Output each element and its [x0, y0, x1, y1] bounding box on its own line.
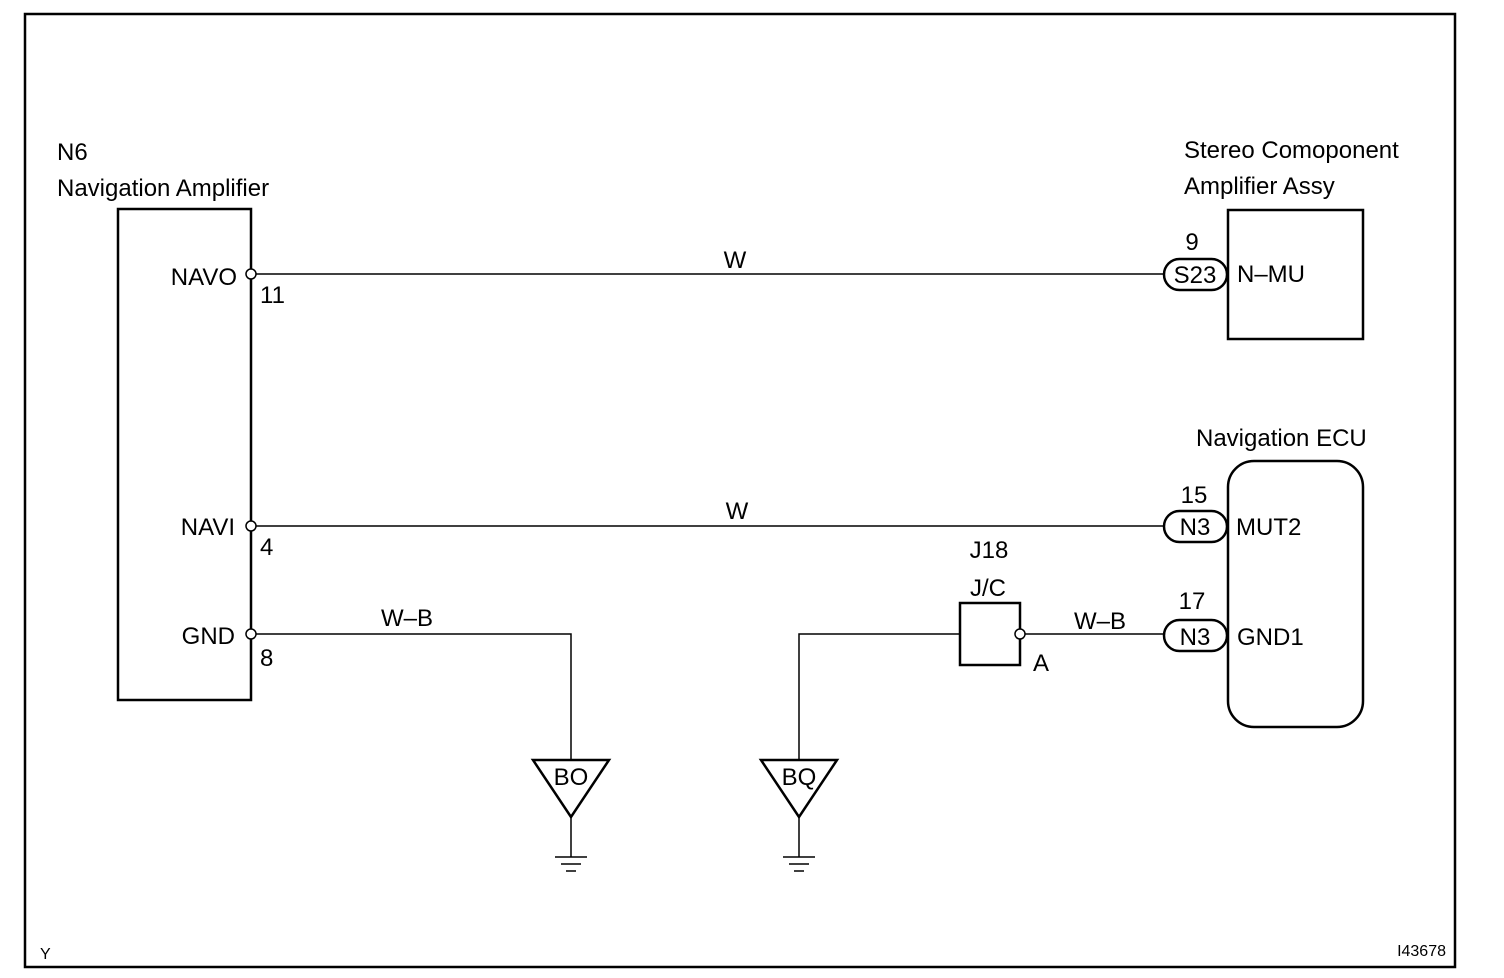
- pin-number-11: 11: [260, 282, 285, 309]
- wires: W W W–B W–B: [256, 247, 1164, 760]
- navigation-amplifier: N6 Navigation Amplifier NAVO 11 NAVI 4 G…: [57, 139, 285, 702]
- stereo-amp-name-line2: Amplifier Assy: [1184, 173, 1335, 200]
- pin-number-9: 9: [1185, 229, 1198, 256]
- pin-label-navi: NAVI: [181, 514, 235, 541]
- pin-gnd-terminal: [245, 628, 257, 640]
- nav-amp-box: [116, 207, 253, 702]
- junction-terminal-a: [1014, 628, 1026, 640]
- nav-ecu-name: Navigation ECU: [1196, 425, 1367, 452]
- wire-color-jc: W–B: [1074, 608, 1126, 635]
- connector-n3-gnd1-label: N3: [1180, 624, 1211, 651]
- connector-n3-mut2-label: N3: [1180, 514, 1211, 541]
- wire-gnd-bo: [256, 633, 572, 760]
- navigation-ecu: Navigation ECU 15 MUT2 17 GND1: [1179, 425, 1367, 729]
- wire-color-navo: W: [724, 247, 747, 274]
- diagram-frame: [23, 12, 1457, 969]
- junction-id: J18: [970, 537, 1009, 564]
- junction-box: [958, 601, 1022, 667]
- nav-ecu-box: [1226, 459, 1365, 729]
- pin-label-n-mu: N–MU: [1237, 261, 1305, 288]
- wire-color-navi: W: [726, 498, 749, 525]
- connector-n3-mut2: N3: [1162, 509, 1229, 544]
- ground-symbol-icon: [555, 856, 587, 872]
- ground-point-bo: BO: [530, 758, 612, 872]
- ground-symbol-icon: [783, 856, 815, 872]
- connector-s23: S23: [1162, 257, 1229, 292]
- junction-type: J/C: [970, 575, 1006, 602]
- junction-connector-j18: J18 J/C A: [958, 537, 1049, 677]
- pin-label-mut2: MUT2: [1236, 514, 1301, 541]
- pin-navi-terminal: [245, 520, 257, 532]
- pin-label-gnd1: GND1: [1237, 624, 1304, 651]
- figure-id: I43678: [1397, 943, 1446, 960]
- corner-code: Y: [40, 946, 51, 963]
- pin-label-navo: NAVO: [171, 264, 237, 291]
- ground-point-bq: BQ: [758, 758, 840, 872]
- wire-bq-jc: [798, 633, 960, 760]
- junction-terminal-label: A: [1033, 650, 1049, 677]
- pin-label-gnd: GND: [182, 623, 235, 650]
- connector-n3-gnd1: N3: [1162, 618, 1229, 653]
- wire-color-gnd: W–B: [381, 605, 433, 632]
- ground-bo-label: BO: [554, 764, 589, 791]
- connector-s23-label: S23: [1174, 262, 1217, 289]
- nav-amp-name: Navigation Amplifier: [57, 175, 269, 202]
- stereo-amp-name-line1: Stereo Comoponent: [1184, 137, 1399, 164]
- pin-number-15: 15: [1181, 482, 1208, 509]
- pin-number-17: 17: [1179, 588, 1206, 615]
- pin-navo-terminal: [245, 268, 257, 280]
- pin-number-4: 4: [260, 534, 273, 561]
- nav-amp-connector-code: N6: [57, 139, 88, 166]
- pin-number-8: 8: [260, 645, 273, 672]
- stereo-component-amplifier: Stereo Comoponent Amplifier Assy 9 N–MU: [1184, 137, 1399, 341]
- ground-bq-label: BQ: [782, 764, 817, 791]
